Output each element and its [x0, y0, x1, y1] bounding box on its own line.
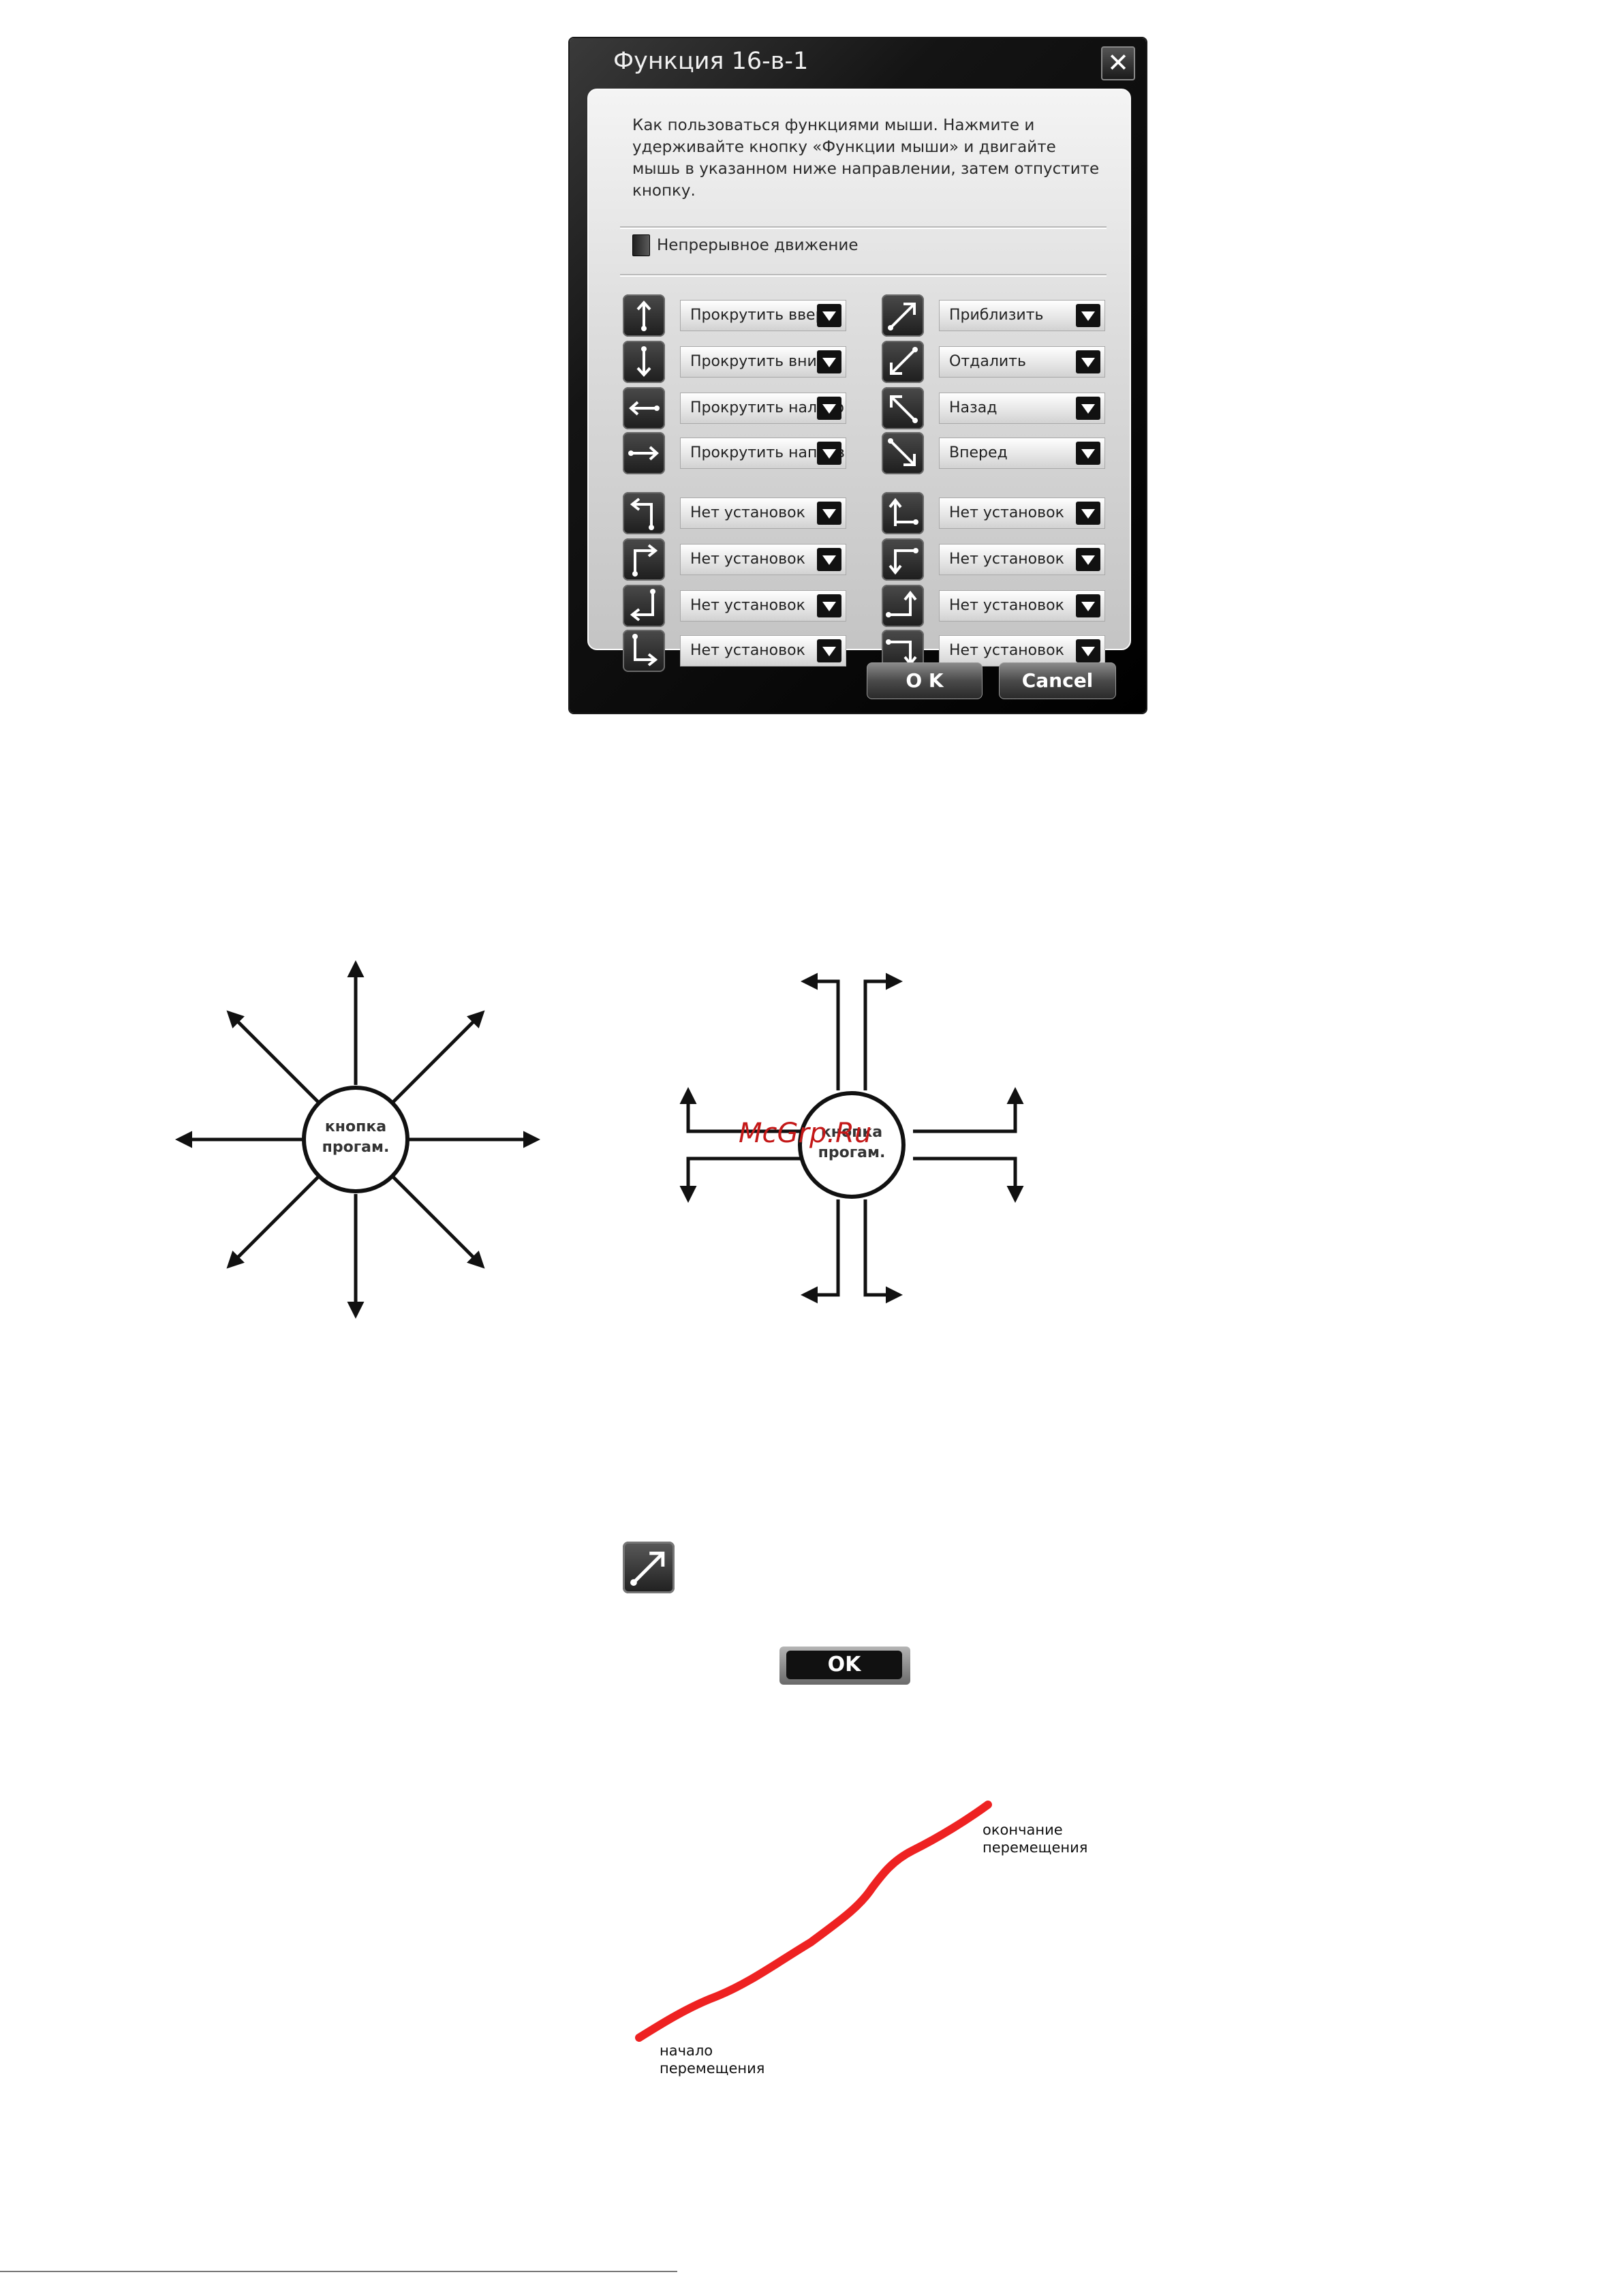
corner-right-up-2-icon[interactable]	[882, 585, 924, 627]
corner-left-up-icon[interactable]	[623, 585, 665, 627]
gesture-row-corner-7: Нет установок	[882, 585, 1105, 627]
action-select[interactable]: Нет установок	[939, 544, 1105, 575]
corner-right-up-icon[interactable]	[623, 538, 665, 581]
center-label-line1: кнопка	[821, 1124, 882, 1141]
action-select[interactable]: Нет установок	[680, 590, 846, 622]
corner-up-right-icon[interactable]	[882, 492, 924, 534]
corner-up-left-icon[interactable]	[623, 492, 665, 534]
arrow-down-left-icon[interactable]	[882, 341, 924, 383]
action-select[interactable]: Прокрутить направо	[680, 438, 846, 469]
gesture-stroke	[635, 1801, 992, 2042]
continuous-movement-label: Непрерывное движение	[657, 236, 859, 254]
action-select[interactable]: Вперед	[939, 438, 1105, 469]
end-label: окончание перемещения	[983, 1822, 1088, 1856]
corner-down-right-icon[interactable]	[623, 630, 665, 672]
gesture-row-up-left: Назад	[882, 387, 1105, 429]
chevron-down-icon[interactable]	[817, 350, 841, 373]
chevron-down-icon[interactable]	[1076, 304, 1100, 327]
sample-ok-label: OK	[786, 1651, 902, 1679]
gesture-path-illustration	[635, 1801, 992, 2042]
action-select[interactable]: Нет установок	[939, 498, 1105, 529]
chevron-down-icon[interactable]	[1076, 350, 1100, 373]
chevron-down-icon[interactable]	[817, 548, 841, 571]
action-select[interactable]: Прокрутить налево	[680, 393, 846, 424]
help-text: Как пользоваться функциями мыши. Нажмите…	[632, 117, 1100, 200]
chevron-down-icon[interactable]	[817, 397, 841, 420]
gesture-row-corner-3: Нет установок	[623, 585, 846, 627]
gesture-row-corner-2: Нет установок	[623, 538, 846, 581]
divider	[620, 274, 1107, 277]
action-select[interactable]: Отдалить	[939, 346, 1105, 378]
arrow-up-left-icon[interactable]	[882, 387, 924, 429]
arrow-left-icon[interactable]	[623, 387, 665, 429]
cancel-button[interactable]: Cancel	[999, 662, 1116, 699]
arrow-down-right-icon[interactable]	[882, 432, 924, 474]
action-select[interactable]: Нет установок	[680, 635, 846, 667]
eight-direction-diagram: кнопка прогам.	[175, 960, 540, 1319]
arrow-down-icon[interactable]	[623, 341, 665, 383]
chevron-down-icon[interactable]	[817, 304, 841, 327]
gesture-row-down: Прокрутить вниз	[623, 341, 846, 383]
chevron-down-icon[interactable]	[1076, 502, 1100, 525]
action-select[interactable]: Нет установок	[939, 635, 1105, 667]
program-button-circle	[798, 1091, 906, 1199]
chevron-down-icon[interactable]	[817, 502, 841, 525]
ok-button[interactable]: O K	[867, 662, 983, 699]
gesture-row-corner-6: Нет установок	[882, 538, 1105, 581]
divider	[620, 226, 1107, 229]
center-label-line2: прогам.	[322, 1139, 390, 1156]
action-select[interactable]: Приблизить	[939, 300, 1105, 331]
footer-rule	[0, 2271, 677, 2272]
corner-direction-diagram: кнопка прогам.	[679, 973, 1024, 1304]
close-icon: ✕	[1107, 48, 1129, 78]
gesture-row-corner-8: Нет установок	[882, 630, 1105, 672]
start-label: начало перемещения	[660, 2042, 765, 2077]
arrow-right-icon[interactable]	[623, 432, 665, 474]
action-select[interactable]: Прокрутить вверх	[680, 300, 846, 331]
chevron-down-icon[interactable]	[1076, 548, 1100, 571]
action-select[interactable]: Прокрутить вниз	[680, 346, 846, 378]
gesture-row-down-right: Вперед	[882, 432, 1105, 474]
action-select[interactable]: Нет установок	[680, 544, 846, 575]
chevron-down-icon[interactable]	[1076, 639, 1100, 662]
sample-ok-button: OK	[779, 1647, 910, 1685]
chevron-down-icon[interactable]	[817, 442, 841, 465]
dialog-title: Функция 16-в-1	[613, 48, 809, 75]
gesture-row-corner-1: Нет установок	[623, 492, 846, 534]
checkbox-box[interactable]	[632, 234, 650, 256]
corner-left-down-icon[interactable]	[882, 538, 924, 581]
center-label-line1: кнопка	[325, 1118, 386, 1135]
settings-panel: Как пользоваться функциями мыши. Нажмите…	[587, 89, 1131, 672]
chevron-down-icon[interactable]	[1076, 594, 1100, 617]
action-select[interactable]: Нет установок	[939, 590, 1105, 622]
gesture-row-left: Прокрутить налево	[623, 387, 846, 429]
gesture-row-down-left: Отдалить	[882, 341, 1105, 383]
chevron-down-icon[interactable]	[817, 639, 841, 662]
arrow-up-right-icon[interactable]	[882, 294, 924, 337]
chevron-down-icon[interactable]	[1076, 442, 1100, 465]
action-select[interactable]: Назад	[939, 393, 1105, 424]
gesture-row-corner-5: Нет установок	[882, 492, 1105, 534]
arrow-up-right-icon	[623, 1542, 675, 1593]
arrow-up-icon[interactable]	[623, 294, 665, 337]
chevron-down-icon[interactable]	[1076, 397, 1100, 420]
program-button-circle	[302, 1086, 409, 1193]
center-label-line2: прогам.	[818, 1144, 886, 1161]
gesture-row-right: Прокрутить направо	[623, 432, 846, 474]
gesture-row-up: Прокрутить вверх	[623, 294, 846, 337]
watermark: McGrp.Ru	[739, 1118, 872, 1149]
gesture-row-up-right: Приблизить	[882, 294, 1105, 337]
chevron-down-icon[interactable]	[817, 594, 841, 617]
close-button[interactable]: ✕	[1101, 46, 1135, 80]
gesture-row-corner-4: Нет установок	[623, 630, 846, 672]
continuous-movement-checkbox[interactable]: Непрерывное движение	[632, 234, 859, 256]
action-select[interactable]: Нет установок	[680, 498, 846, 529]
function-16-in-1-dialog: Функция 16-в-1 ✕ Как пользоваться функци…	[570, 38, 1146, 713]
